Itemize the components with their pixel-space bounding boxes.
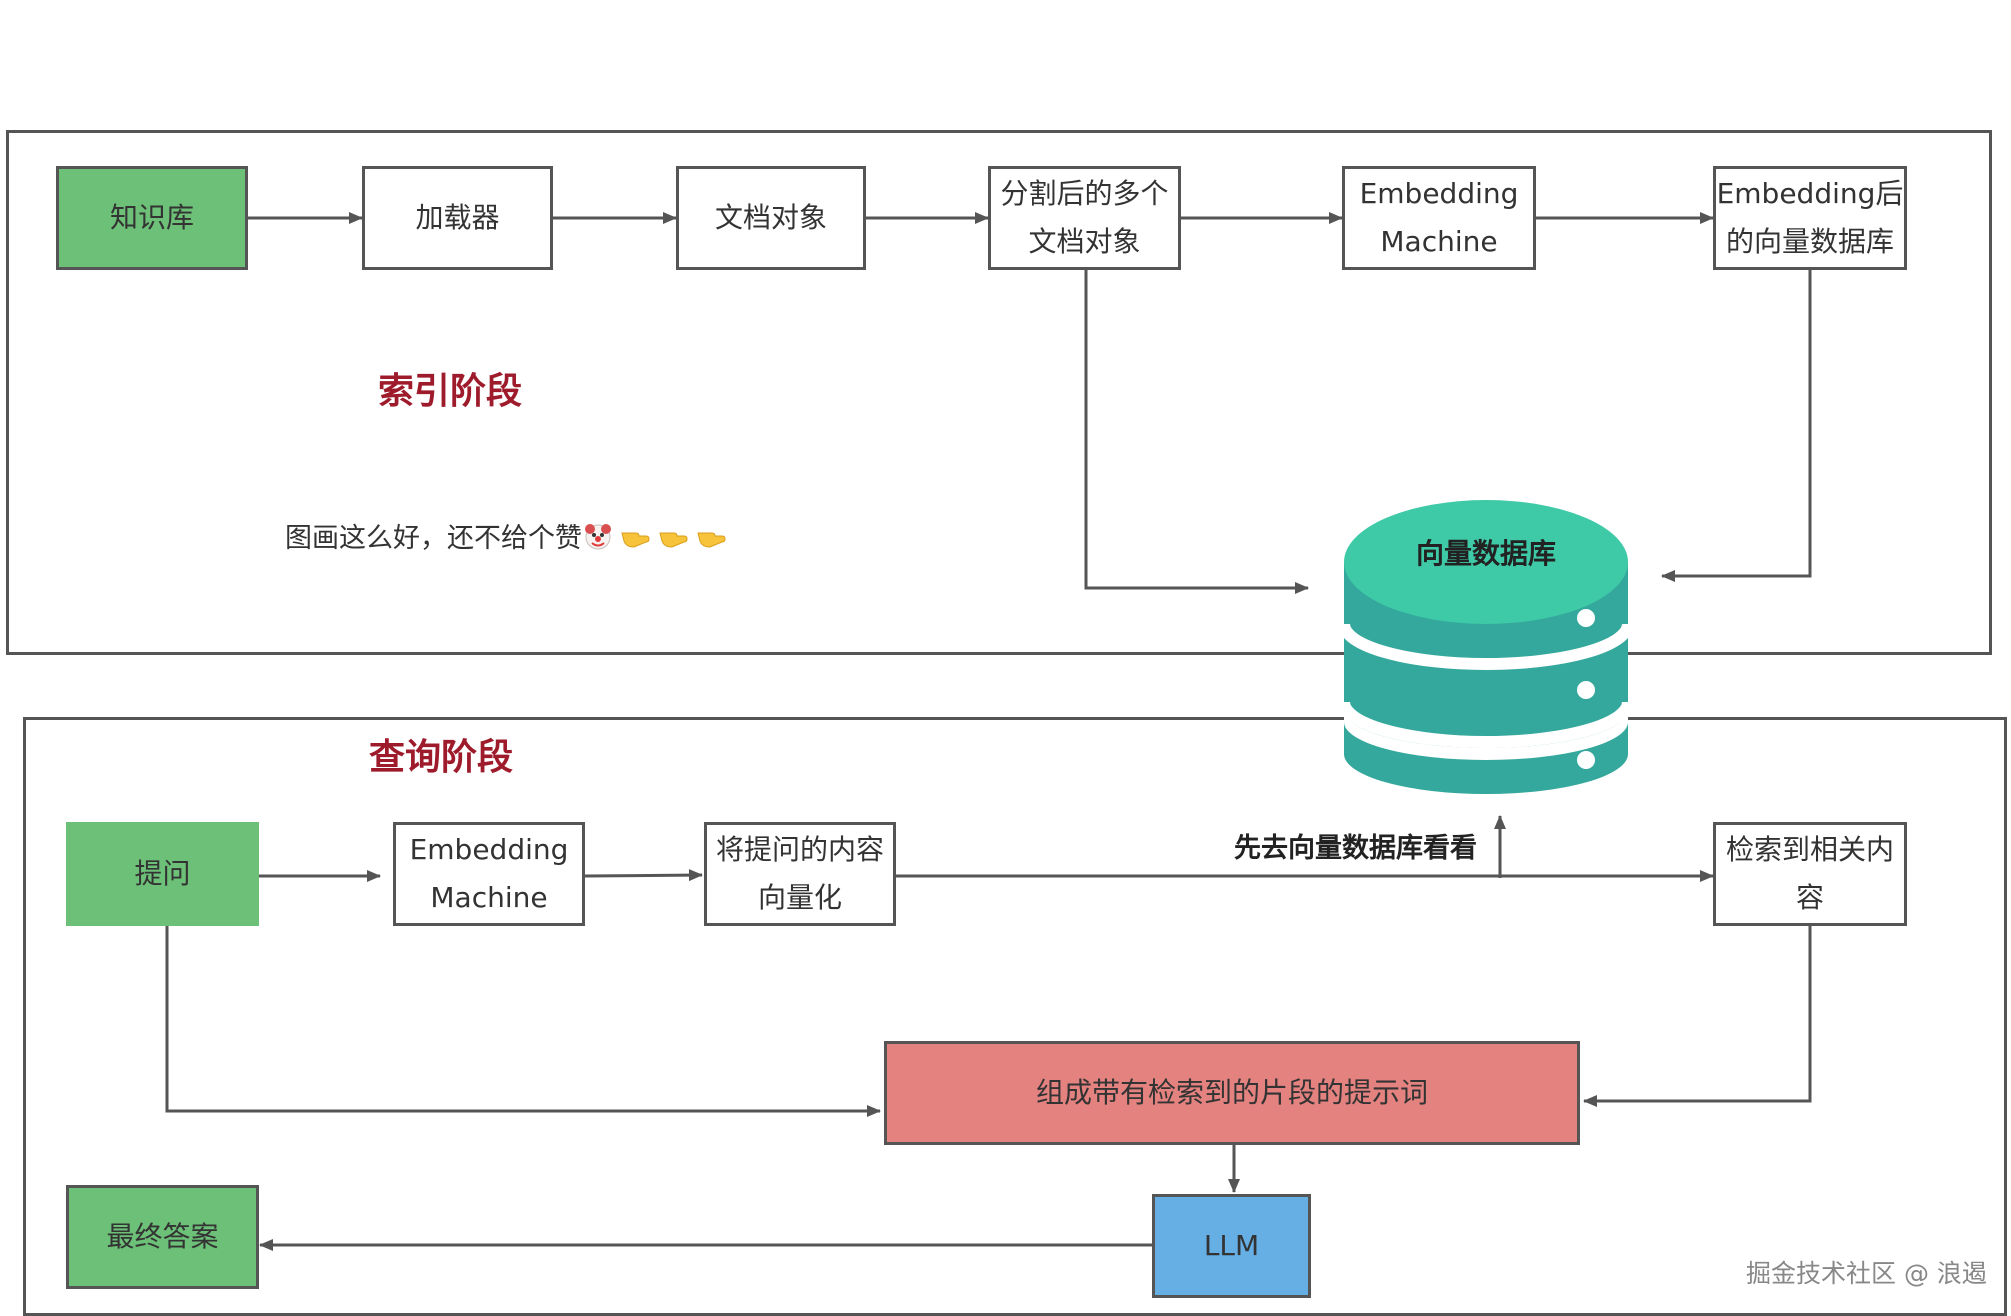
node-retrieved-line1: 检索到相关内 xyxy=(1725,833,1894,866)
node-prompt: 组成带有检索到的片段的提示词 xyxy=(884,1041,1580,1145)
node-embedded-vector-db-line2: 的向量数据库 xyxy=(1725,225,1894,258)
query-section xyxy=(23,717,2007,1316)
node-embedding-machine-line1: Embedding xyxy=(1359,177,1519,210)
node-query-embedding-machine-line1: Embedding xyxy=(409,833,569,866)
node-vectorize-line1: 将提问的内容 xyxy=(715,833,884,866)
node-split-docs-line1: 分割后的多个 xyxy=(1000,177,1169,210)
database-icon xyxy=(1338,500,1634,794)
node-query-embedding-machine: Embedding Machine xyxy=(393,822,585,926)
pointing-hand-icon xyxy=(659,532,688,548)
arrow-retrieved-to-prompt xyxy=(1583,926,1812,1107)
vector-database: 向量数据库 xyxy=(1338,500,1634,794)
node-split-docs: 分割后的多个 文档对象 xyxy=(988,166,1181,270)
arrow-question-to-prompt xyxy=(165,926,881,1117)
node-retrieved: 检索到相关内 容 xyxy=(1713,822,1907,926)
node-embedding-machine-line2: Machine xyxy=(1380,225,1498,258)
node-question: 提问 xyxy=(66,822,259,926)
arrow-label-check-db: 先去向量数据库看看 xyxy=(1234,833,1477,864)
arrow-vecdb-to-db xyxy=(1661,270,1812,582)
node-embedded-vector-db-line1: Embedding后 xyxy=(1716,177,1904,210)
node-question-label: 提问 xyxy=(134,857,191,890)
node-doc-object-label: 文档对象 xyxy=(714,201,827,234)
node-embedded-vector-db: Embedding后 的向量数据库 xyxy=(1713,166,1907,270)
arrow-embed-vectorize xyxy=(584,869,703,882)
indexing-phase-title: 索引阶段 xyxy=(378,371,523,412)
vector-database-label: 向量数据库 xyxy=(1416,537,1556,570)
indexing-section xyxy=(6,130,1992,655)
like-note-text: 图画这么好，还不给个赞 xyxy=(285,523,582,554)
clown-face-icon xyxy=(585,523,611,549)
watermark: 掘金技术社区 @ 浪遏 xyxy=(1746,1259,1987,1288)
node-vectorize: 将提问的内容 向量化 xyxy=(704,822,896,926)
node-loader: 加载器 xyxy=(362,166,553,270)
node-final-answer: 最终答案 xyxy=(66,1185,259,1289)
node-doc-object: 文档对象 xyxy=(676,166,866,270)
node-knowledge-base-label: 知识库 xyxy=(109,201,194,234)
node-loader-label: 加载器 xyxy=(415,201,500,234)
query-phase-title: 查询阶段 xyxy=(369,737,514,778)
node-llm-label: LLM xyxy=(1203,1229,1260,1262)
node-final-answer-label: 最终答案 xyxy=(106,1220,219,1253)
node-knowledge-base: 知识库 xyxy=(56,166,248,270)
like-note: 图画这么好，还不给个赞 xyxy=(285,516,726,555)
node-llm: LLM xyxy=(1152,1194,1311,1298)
pointing-hand-icon xyxy=(621,532,650,548)
node-query-embedding-machine-line2: Machine xyxy=(430,881,548,914)
node-prompt-label: 组成带有检索到的片段的提示词 xyxy=(1035,1076,1428,1109)
pointing-hands xyxy=(620,523,726,549)
node-split-docs-line2: 文档对象 xyxy=(1028,225,1141,258)
arrow-split-to-db xyxy=(1084,270,1309,594)
node-vectorize-line2: 向量化 xyxy=(757,881,842,914)
pointing-hand-icon xyxy=(697,532,726,548)
node-embedding-machine: Embedding Machine xyxy=(1342,166,1536,270)
node-retrieved-line2: 容 xyxy=(1795,881,1824,914)
